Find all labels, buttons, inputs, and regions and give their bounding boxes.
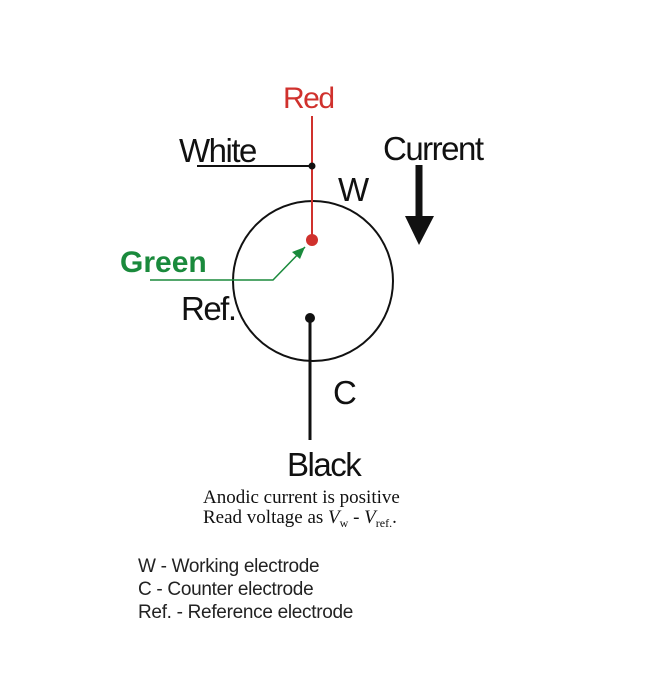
- voltage-symbol-w: V: [328, 507, 340, 528]
- minus-sign: -: [348, 507, 365, 528]
- legend-item-reference: Ref. - Reference electrode: [138, 602, 354, 623]
- current-label: Current: [383, 130, 484, 167]
- legend-item-counter: C - Counter electrode: [138, 579, 314, 600]
- legend-item-working: W - Working electrode: [138, 556, 320, 577]
- caption-line-1: Anodic current is positive: [203, 487, 400, 508]
- caption-prefix: Read voltage as: [203, 507, 329, 528]
- w-subscript: w: [339, 516, 349, 530]
- green-label: Green: [120, 246, 207, 279]
- ref-label: Ref.: [181, 290, 237, 327]
- legend: W - Working electrode C - Counter electr…: [138, 555, 353, 624]
- red-label: Red: [283, 82, 335, 115]
- voltage-symbol-ref: V: [364, 507, 376, 528]
- c-label: C: [333, 374, 357, 411]
- caption-line-2: Read voltage as Vw - Vref..: [203, 508, 400, 533]
- caption: Anodic current is positive Read voltage …: [203, 488, 400, 533]
- caption-period: .: [392, 507, 397, 528]
- down-arrow-icon: [405, 216, 434, 245]
- counter-electrode-dot: [305, 313, 315, 323]
- green-arrowhead: [292, 247, 305, 259]
- white-junction-dot: [308, 162, 316, 170]
- ref-subscript: ref.: [375, 516, 393, 530]
- working-electrode-dot: [306, 234, 318, 246]
- w-label: W: [338, 171, 369, 208]
- black-label: Black: [287, 446, 362, 483]
- white-label: White: [179, 132, 257, 169]
- green-lead-line: [150, 246, 306, 281]
